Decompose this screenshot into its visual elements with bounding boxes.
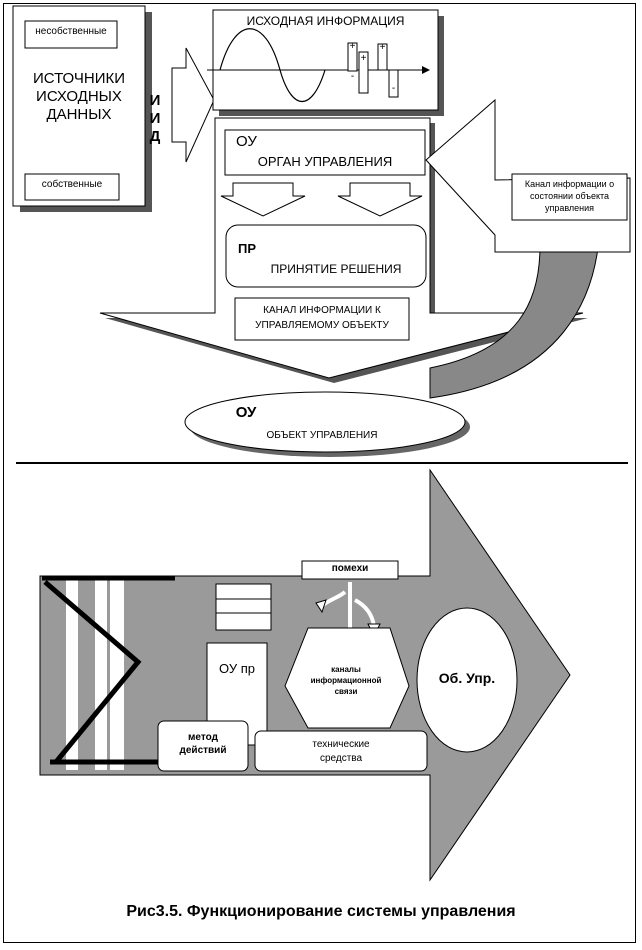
feedback-channel-label: Канал информации о состоянии объекта упр… — [524, 179, 615, 213]
tech-box — [254, 730, 428, 772]
info-box — [212, 9, 439, 111]
own-label-box — [24, 173, 120, 201]
nonown-label-box — [24, 20, 118, 49]
signal-bar-4 — [388, 69, 399, 98]
plus-sign-3: + — [379, 42, 386, 53]
object-abbr: ОУ — [235, 404, 257, 421]
minus-sign-1: - — [350, 71, 355, 82]
object-ellipse — [184, 391, 466, 453]
noise-arrow-right — [353, 598, 376, 627]
ou-box — [224, 129, 426, 176]
figure-caption: Рис3.5. Функционирование системы управле… — [126, 903, 516, 920]
feedback-label-box — [511, 173, 628, 221]
object-full: ОБЪЕКТ УПРАВЛЕНИЯ — [266, 430, 378, 441]
plus-sign-2: + — [360, 53, 367, 64]
ou-abbr: ОУ — [236, 133, 257, 150]
pr-full: ПРИНЯТИЕ РЕШЕНИЯ — [270, 262, 402, 276]
noise-box — [301, 560, 399, 580]
pr-box — [225, 224, 427, 288]
signal-bar-3 — [377, 43, 388, 71]
ou-pr-label: ОУ пр — [219, 661, 255, 676]
minus-sign-2: - — [391, 83, 396, 94]
channel-box — [234, 297, 410, 341]
nonown-sources-label: несобственные — [35, 26, 107, 37]
zigzag-path — [43, 580, 142, 764]
ou-pr-top-cell — [215, 583, 272, 631]
method-box — [157, 720, 249, 772]
time-axis-arrowhead — [422, 66, 430, 74]
iid-arrow — [171, 47, 215, 163]
channels-label: каналы информационной связи — [310, 665, 382, 696]
plus-sign-1: + — [349, 41, 356, 52]
initial-info-title: ИСХОДНАЯ ИНФОРМАЦИЯ — [246, 14, 405, 28]
signal-wave — [219, 28, 326, 102]
strip-2 — [95, 580, 107, 770]
own-sources-label: собственные — [41, 179, 103, 190]
feedback-arrow-body-dark — [429, 215, 601, 399]
signal-bar-1 — [347, 42, 358, 72]
bottom-object-ellipse — [416, 607, 518, 753]
sources-title: ИСТОЧНИКИ ИСХОДНЫХ ДАННЫХ — [32, 70, 126, 123]
ou-full: ОРГАН УПРАВЛЕНИЯ — [257, 154, 393, 169]
bottom-object-label: Об. Упр. — [438, 670, 496, 686]
signal-bar-2 — [358, 51, 369, 94]
strip-3 — [110, 580, 124, 770]
down-arrow-right — [337, 182, 423, 217]
tech-label: технические средства — [312, 739, 370, 764]
pr-abbr: ПР — [238, 241, 257, 256]
noise-label: помехи — [331, 563, 369, 574]
method-label: метод действий — [179, 732, 227, 756]
figure-frame — [3, 3, 636, 943]
noise-arrow-left-head — [315, 599, 327, 614]
strip-1 — [66, 580, 78, 770]
down-arrow-left — [220, 182, 306, 217]
iid-label: И И Д — [149, 92, 161, 145]
channel-to-object-label: КАНАЛ ИНФОРМАЦИИ К УПРАВЛЯЕМОМУ ОБЪЕКТУ — [255, 305, 389, 331]
channels-hexagon — [284, 627, 410, 729]
